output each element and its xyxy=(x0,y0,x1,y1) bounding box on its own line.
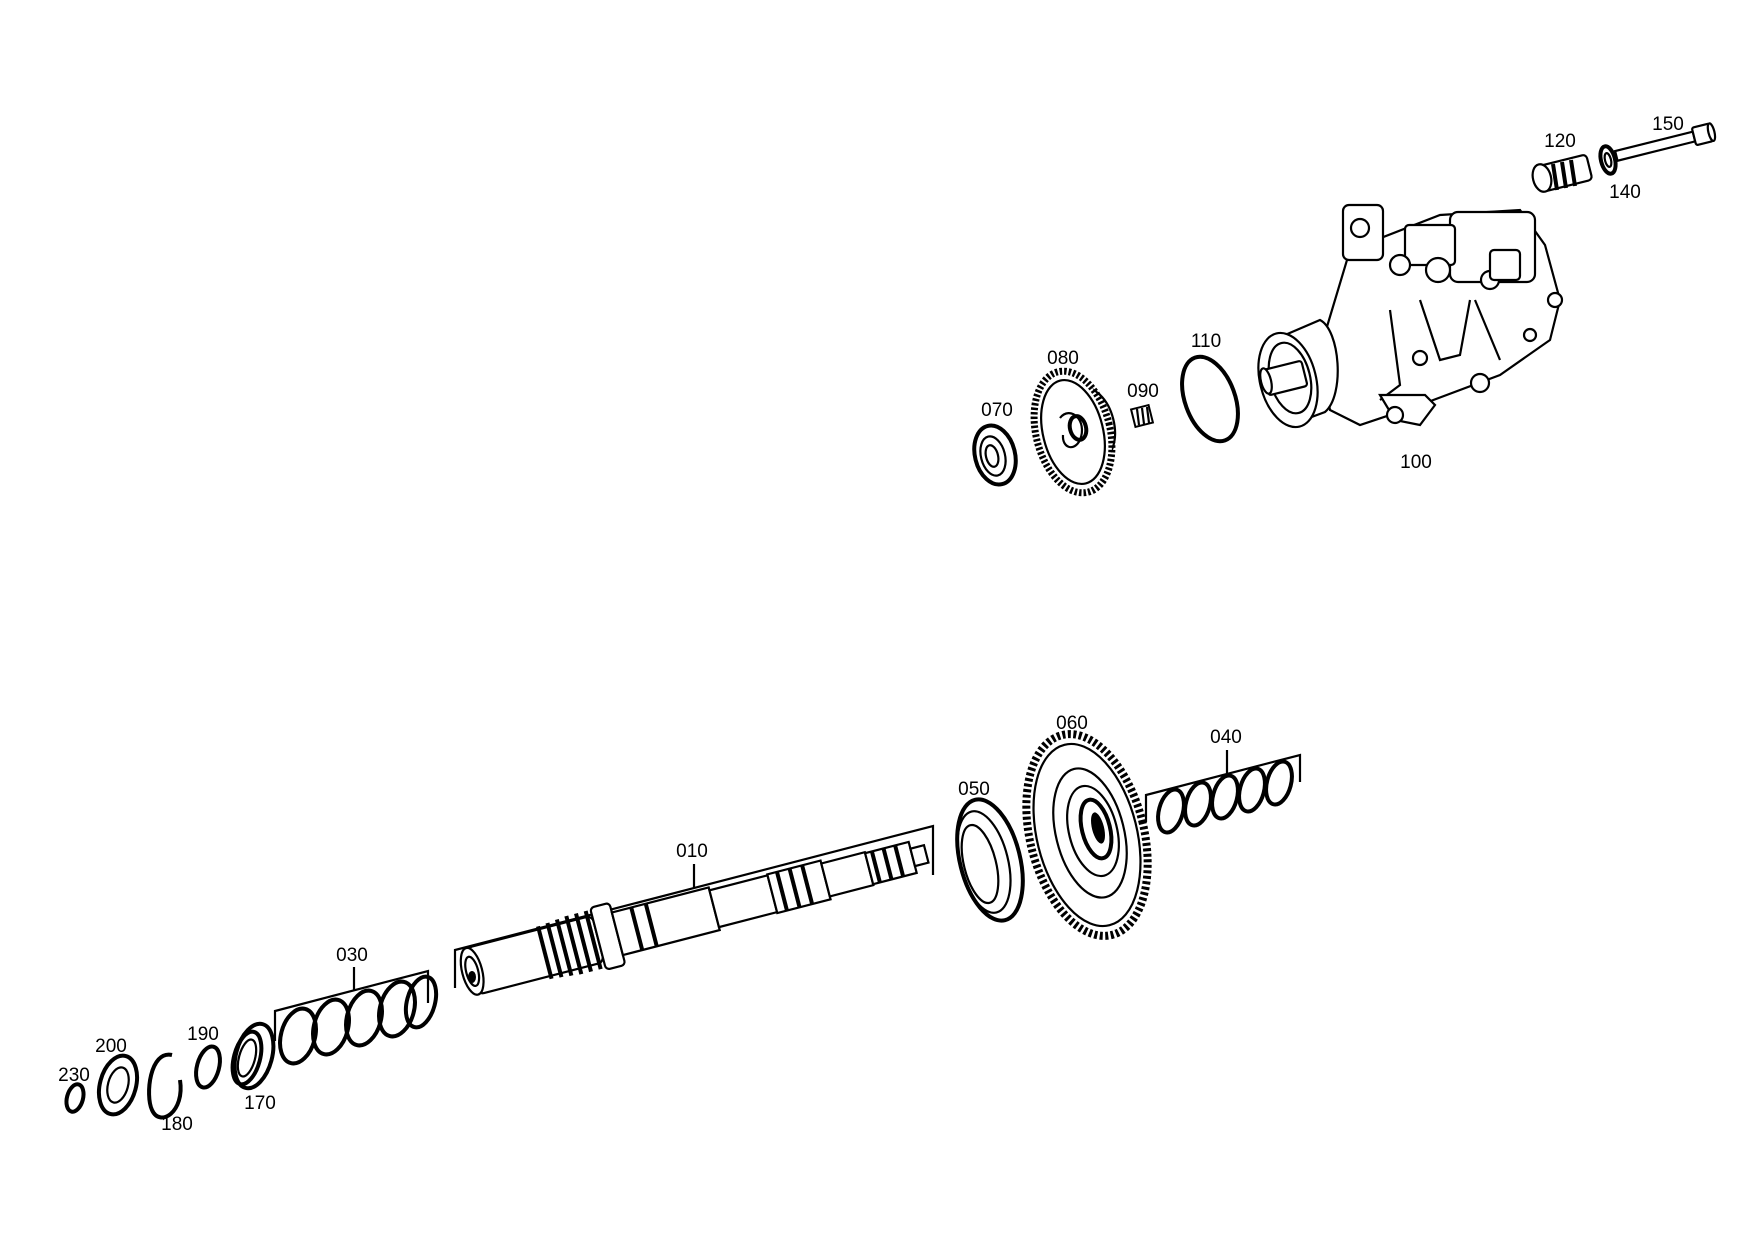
label-120: 120 xyxy=(1544,131,1576,152)
label-040: 040 xyxy=(1210,727,1242,748)
label-030: 030 xyxy=(336,945,368,966)
washer-140 xyxy=(1598,144,1618,176)
bearing-170 xyxy=(230,1021,276,1091)
oring-110 xyxy=(1180,354,1240,444)
bolt-150 xyxy=(1613,122,1717,163)
washer-200 xyxy=(96,1053,140,1117)
label-150: 150 xyxy=(1652,114,1684,135)
label-010: 010 xyxy=(676,841,708,862)
bracket-010 xyxy=(453,824,935,988)
shaft-spline-teeth xyxy=(536,910,603,980)
label-190: 190 xyxy=(187,1024,219,1045)
label-080: 080 xyxy=(1047,348,1079,369)
sleeve-120 xyxy=(1531,154,1593,193)
bearing-050 xyxy=(955,797,1025,923)
circlip-180 xyxy=(147,1052,183,1120)
gear-060 xyxy=(1022,730,1152,940)
rings-030 xyxy=(278,974,439,1066)
label-180: 180 xyxy=(161,1114,193,1135)
shaft-010 xyxy=(459,840,930,996)
pump-housing-100 xyxy=(1257,203,1564,429)
label-230: 230 xyxy=(58,1065,90,1086)
bracket-030 xyxy=(273,967,430,1041)
bearing-070 xyxy=(972,423,1018,487)
label-140: 140 xyxy=(1609,182,1641,203)
label-110: 110 xyxy=(1191,331,1221,352)
label-170: 170 xyxy=(244,1093,276,1114)
label-050: 050 xyxy=(958,779,990,800)
ring-230 xyxy=(64,1082,86,1114)
label-100: 100 xyxy=(1400,452,1432,473)
gear-080 xyxy=(1030,367,1117,497)
label-200: 200 xyxy=(95,1036,127,1057)
label-070: 070 xyxy=(981,400,1013,421)
label-060: 060 xyxy=(1056,713,1088,734)
rings-040 xyxy=(1156,759,1294,835)
shaft-end-pin xyxy=(468,971,476,983)
bracket-040 xyxy=(1144,750,1302,822)
ring-190 xyxy=(194,1044,222,1090)
pin-090 xyxy=(1129,403,1155,429)
label-090: 090 xyxy=(1127,381,1159,402)
